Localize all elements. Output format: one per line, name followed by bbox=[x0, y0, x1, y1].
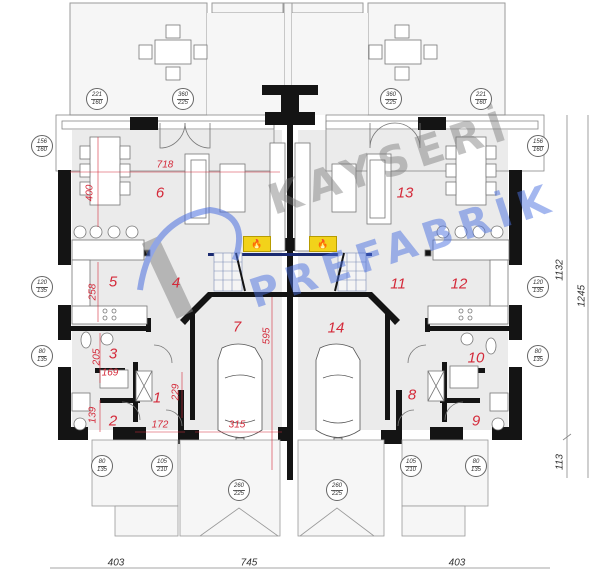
terrace-table-right bbox=[368, 24, 438, 81]
dimension-label: 169 bbox=[101, 367, 119, 379]
dining-table-right bbox=[445, 136, 497, 206]
watermark-logo bbox=[137, 206, 242, 319]
room-number: 12 bbox=[450, 275, 468, 293]
room-number: 10 bbox=[467, 349, 485, 367]
outer-dimension-right: 113 bbox=[554, 454, 566, 470]
bathroom-fixtures-right bbox=[427, 332, 509, 431]
room-number: 8 bbox=[407, 386, 417, 404]
bathroom-fixtures-left bbox=[71, 331, 153, 431]
kitchen-right bbox=[424, 225, 510, 325]
room-number: 6 bbox=[155, 184, 165, 202]
fireplace-left: 🔥 bbox=[243, 236, 271, 252]
car-left bbox=[217, 343, 263, 443]
room-number: 11 bbox=[390, 275, 406, 293]
dining-table-left bbox=[79, 136, 131, 206]
furniture-right-living bbox=[294, 142, 392, 252]
dimension-lines-outer bbox=[50, 115, 589, 569]
flame-icon: 🔥 bbox=[317, 238, 329, 249]
fireplace-right: 🔥 bbox=[309, 236, 337, 252]
dimension-label: 258 bbox=[87, 283, 99, 301]
outer-dimension-bottom: 745 bbox=[240, 557, 258, 569]
room-number: 2 bbox=[108, 412, 118, 430]
outer-dimension-right: 1132 bbox=[554, 259, 566, 281]
terrace-table-left bbox=[138, 24, 208, 81]
dimension-label: 400 bbox=[84, 184, 96, 202]
room-number: 7 bbox=[232, 318, 242, 336]
outer-dimension-right: 1245 bbox=[576, 284, 588, 308]
room-number: 1 bbox=[152, 389, 162, 407]
room-number: 3 bbox=[108, 345, 118, 363]
dimension-label: 139 bbox=[87, 406, 99, 424]
outer-dimension-bottom: 403 bbox=[107, 557, 125, 569]
dimension-label: 595 bbox=[261, 327, 273, 345]
room-number: 4 bbox=[171, 274, 181, 292]
dimension-label: 718 bbox=[156, 159, 174, 171]
flame-icon: 🔥 bbox=[251, 238, 263, 249]
door-swings bbox=[121, 122, 464, 427]
car-right bbox=[315, 343, 361, 443]
dimension-label: 315 bbox=[228, 419, 246, 431]
room-number: 9 bbox=[471, 412, 481, 430]
dimension-label: 229 bbox=[170, 383, 182, 401]
kitchen-left bbox=[71, 225, 151, 325]
room-number: 13 bbox=[396, 184, 414, 202]
outer-dimension-bottom: 403 bbox=[448, 557, 466, 569]
room-number: 14 bbox=[327, 319, 345, 337]
staircase-left bbox=[213, 252, 246, 292]
dimension-label: 172 bbox=[151, 419, 169, 431]
room-number: 5 bbox=[108, 273, 118, 291]
staircase-right bbox=[334, 252, 367, 292]
dimension-lines-red bbox=[70, 137, 282, 470]
dimension-label: 205 bbox=[91, 348, 103, 366]
